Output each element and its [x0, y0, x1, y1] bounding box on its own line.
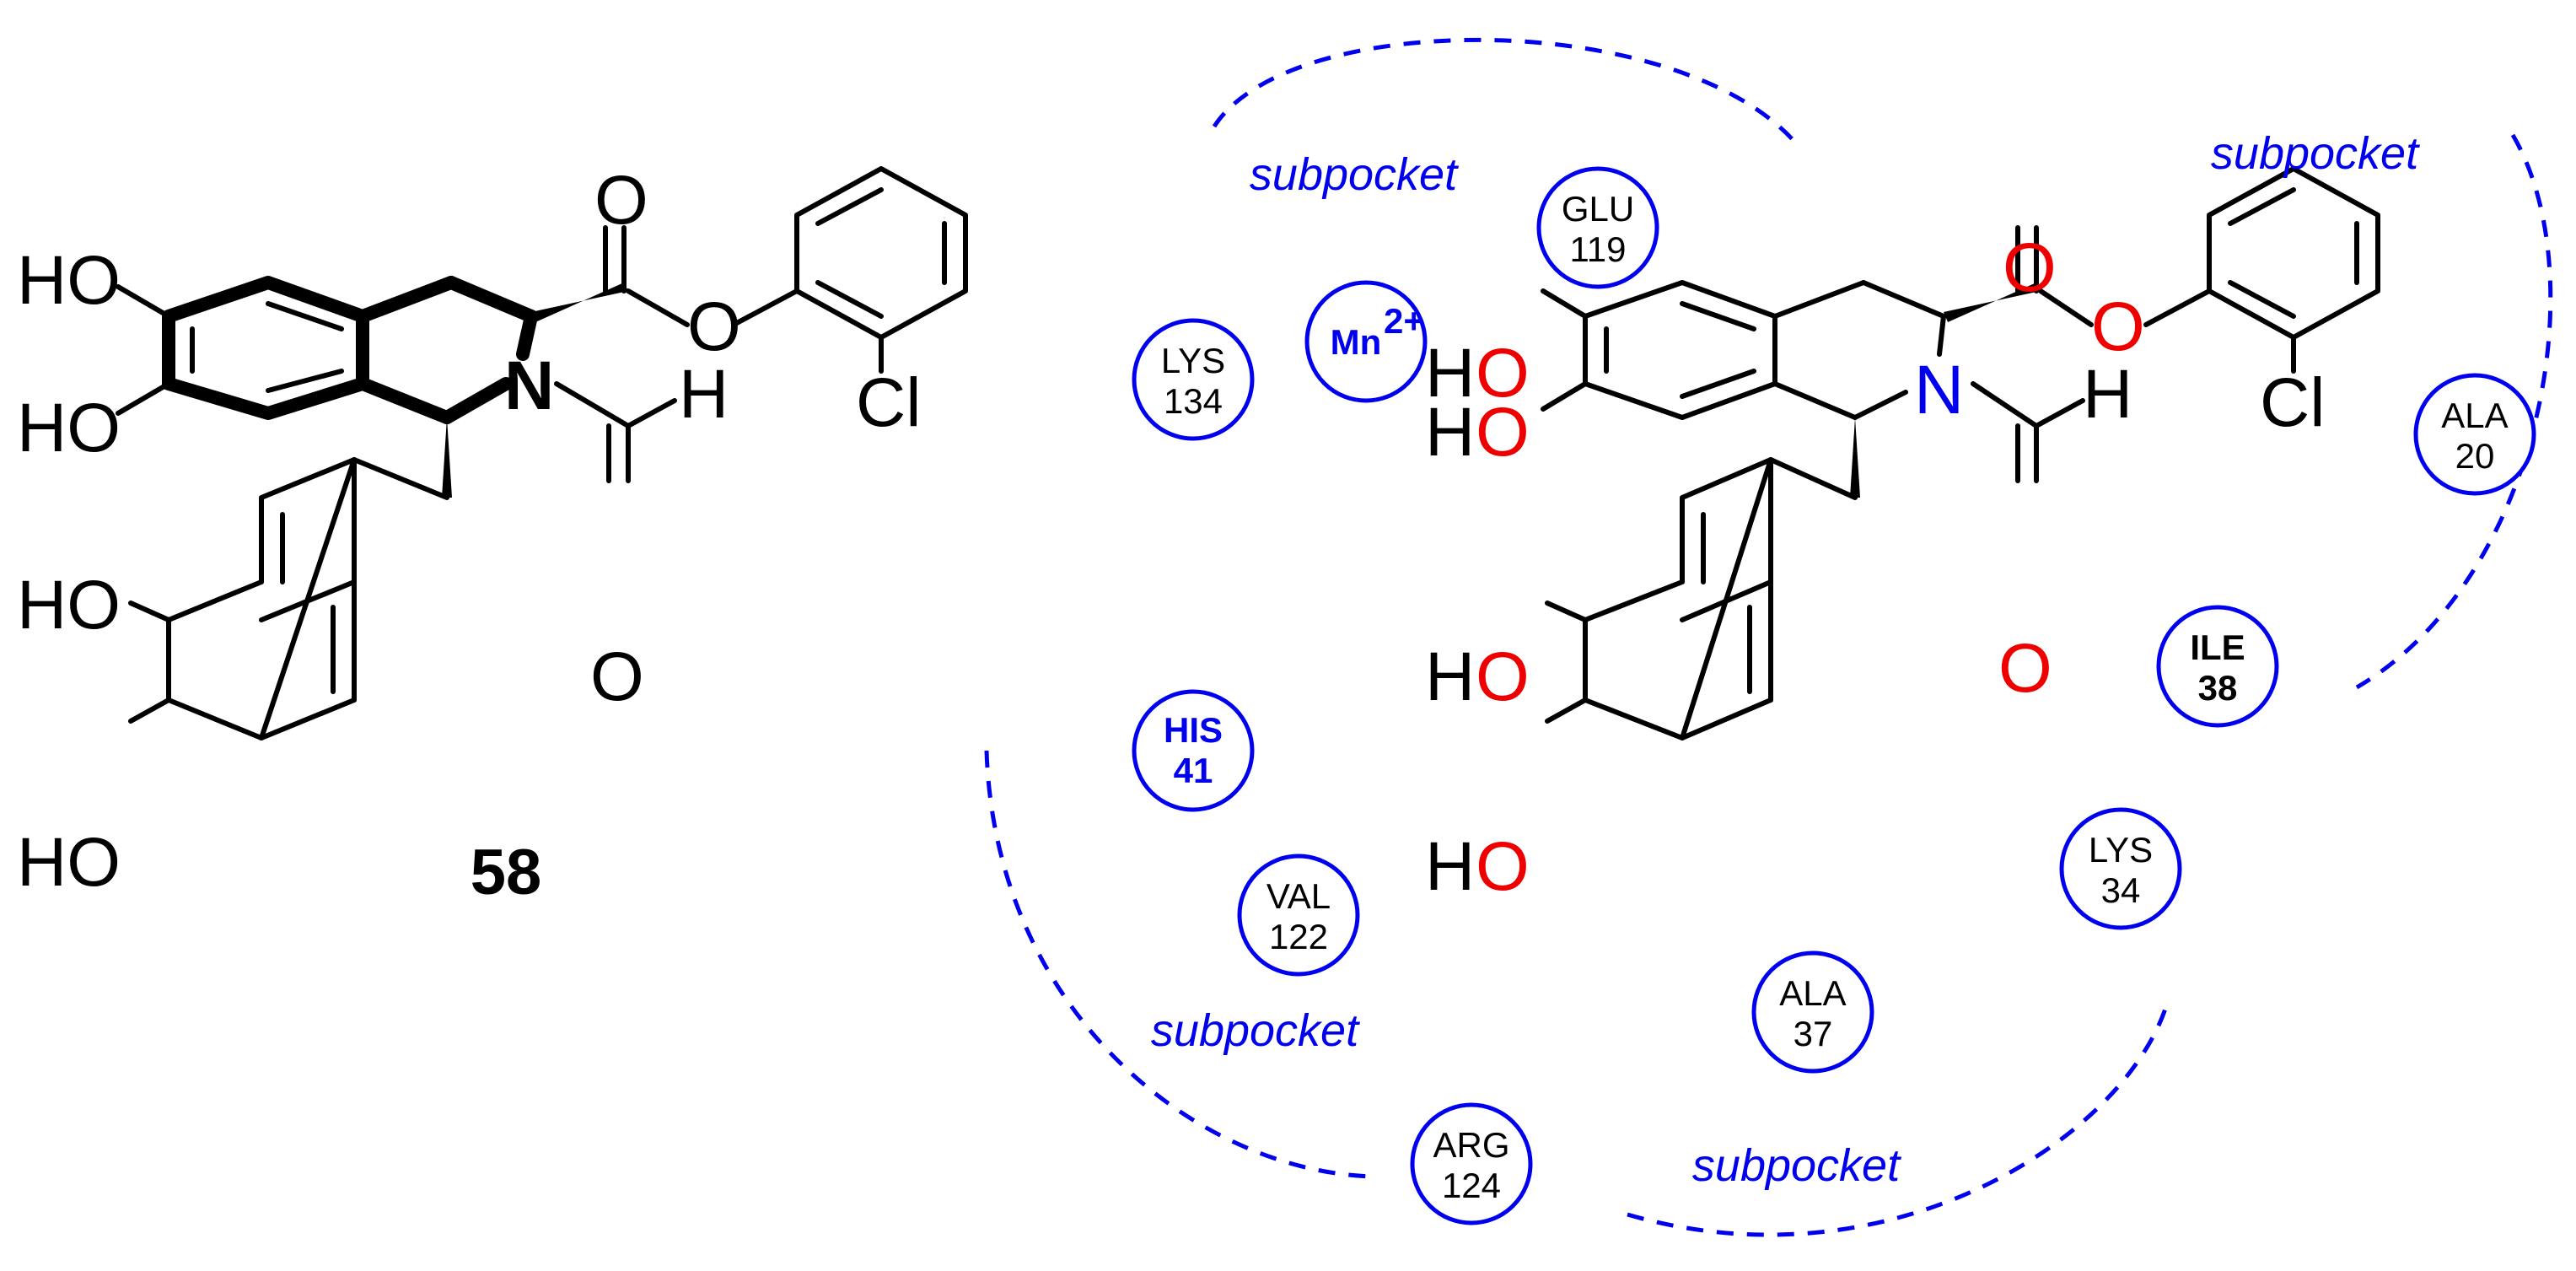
residue-number: 38 — [2198, 668, 2238, 708]
residue-number: 20 — [2455, 436, 2495, 476]
atom-o1: O — [1476, 335, 1530, 412]
residue-glu-119: GLU 119 — [1536, 166, 1659, 289]
atom-o2: O — [1476, 394, 1530, 471]
residue-number: 119 — [1570, 229, 1627, 269]
residue-name: ILE — [2190, 627, 2245, 667]
residue-lys-34: LYS 34 — [2059, 807, 2182, 930]
residue-name: Mn — [1331, 322, 1382, 362]
residue-number: 34 — [2101, 870, 2141, 910]
atom-o-formyl: O — [590, 638, 644, 715]
residue-name: ALA — [1779, 973, 1846, 1013]
residue-name: GLU — [1562, 189, 1634, 229]
residue-number: 124 — [1442, 1166, 1501, 1205]
residue-arg-124: ARG 124 — [1410, 1102, 1533, 1225]
atom-h4: H — [1425, 828, 1475, 905]
atom-h1: H — [1425, 335, 1475, 412]
subpocket-label-top-left: subpocket — [1250, 149, 1459, 200]
residue-name: LYS — [2089, 830, 2153, 870]
residue-number: 134 — [1164, 381, 1223, 421]
atom-n: N — [1914, 352, 1964, 428]
subpocket-label-bottom-left: subpocket — [1151, 1005, 1360, 1056]
left-molecule: HO HO HO HO N O O O H Cl 58 — [17, 162, 968, 908]
residue-name: ARG — [1433, 1125, 1509, 1165]
atom-o-formyl: O — [1998, 630, 2052, 707]
subpocket-label-top-right: subpocket — [2211, 128, 2420, 179]
residue-name: LYS — [1161, 341, 1225, 380]
atom-o-ester: O — [687, 288, 741, 365]
atom-n: N — [504, 347, 554, 424]
atom-ho-lower2: HO — [17, 824, 121, 901]
atom-o-carbonyl: O — [2003, 229, 2057, 306]
atom-ho-mid: HO — [17, 390, 121, 466]
atom-h-formyl: H — [679, 356, 729, 433]
atom-h-formyl: H — [2083, 356, 2132, 433]
residue-mn-ion: Mn 2+ — [1304, 280, 1428, 403]
atom-ho-top: HO — [17, 242, 121, 319]
residue-lys-134: LYS 134 — [1132, 318, 1255, 441]
residue-his-41: HIS 41 — [1132, 689, 1255, 812]
atom-h2: H — [1425, 394, 1475, 471]
atom-h3: H — [1425, 638, 1475, 715]
atom-o-ester: O — [2091, 288, 2145, 365]
residue-charge: 2+ — [1384, 301, 1424, 341]
residue-name: ALA — [2441, 396, 2508, 435]
right-molecule: H O H O H O H O N O O O H Cl — [1425, 166, 2380, 905]
atom-cl: Cl — [2260, 364, 2325, 441]
residue-ile-38: ILE 38 — [2156, 605, 2279, 728]
atom-o-carbonyl: O — [594, 162, 648, 239]
atom-o4: O — [1476, 828, 1530, 905]
atom-ho-lower1: HO — [17, 567, 121, 644]
compound-label: 58 — [471, 837, 542, 908]
residue-ala-37: ALA 37 — [1751, 951, 1874, 1074]
atom-o3: O — [1476, 638, 1530, 715]
subpocket-label-bottom-right: subpocket — [1692, 1140, 1901, 1191]
atom-cl: Cl — [856, 364, 921, 441]
residue-name: VAL — [1266, 876, 1331, 916]
residue-val-122: VAL 122 — [1237, 854, 1360, 977]
subpocket-arcs — [984, 37, 2553, 1237]
residue-number: 122 — [1269, 917, 1328, 956]
residue-name: HIS — [1164, 710, 1223, 750]
residue-number: 37 — [1794, 1014, 1833, 1053]
residue-ala-20: ALA 20 — [2413, 373, 2536, 496]
residue-number: 41 — [1174, 751, 1213, 790]
